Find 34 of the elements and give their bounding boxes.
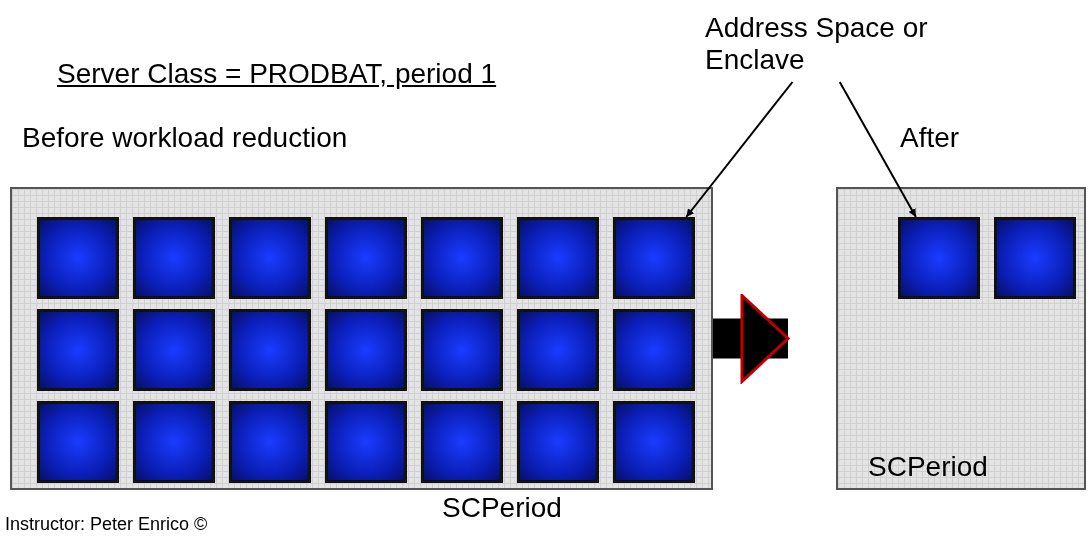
address-space-square — [325, 401, 407, 483]
address-space-square — [517, 217, 599, 299]
address-space-square — [133, 401, 215, 483]
footer-text: Instructor: Peter Enrico © — [5, 514, 208, 535]
heading-text: After — [900, 122, 960, 154]
address-space-square — [517, 401, 599, 483]
address-space-square — [37, 309, 119, 391]
address-space-square — [613, 309, 695, 391]
address-space-square — [325, 217, 407, 299]
address-space-square — [229, 309, 311, 391]
block-arrow — [713, 294, 790, 383]
panel-label: SCPeriod — [442, 492, 562, 524]
leader-line — [838, 81, 917, 218]
address-space-square — [37, 401, 119, 483]
address-space-square — [325, 309, 407, 391]
address-space-square — [133, 309, 215, 391]
address-space-square — [421, 217, 503, 299]
title: Server Class = PRODBAT, period 1 — [57, 58, 497, 90]
address-space-square — [613, 217, 695, 299]
address-space-square — [37, 217, 119, 299]
address-space-square — [229, 217, 311, 299]
address-space-square — [898, 217, 980, 299]
address-space-square — [421, 309, 503, 391]
address-space-square — [517, 309, 599, 391]
panel-label: SCPeriod — [868, 451, 988, 483]
service-class-panel — [836, 187, 1086, 490]
address-space-square — [613, 401, 695, 483]
address-space-square — [133, 217, 215, 299]
address-space-square — [421, 401, 503, 483]
leader-line — [685, 81, 794, 218]
address-space-square — [994, 217, 1076, 299]
address-space-square — [229, 401, 311, 483]
heading-text: Before workload reduction — [22, 122, 348, 154]
callout-text: Address Space or Enclave — [705, 12, 929, 76]
